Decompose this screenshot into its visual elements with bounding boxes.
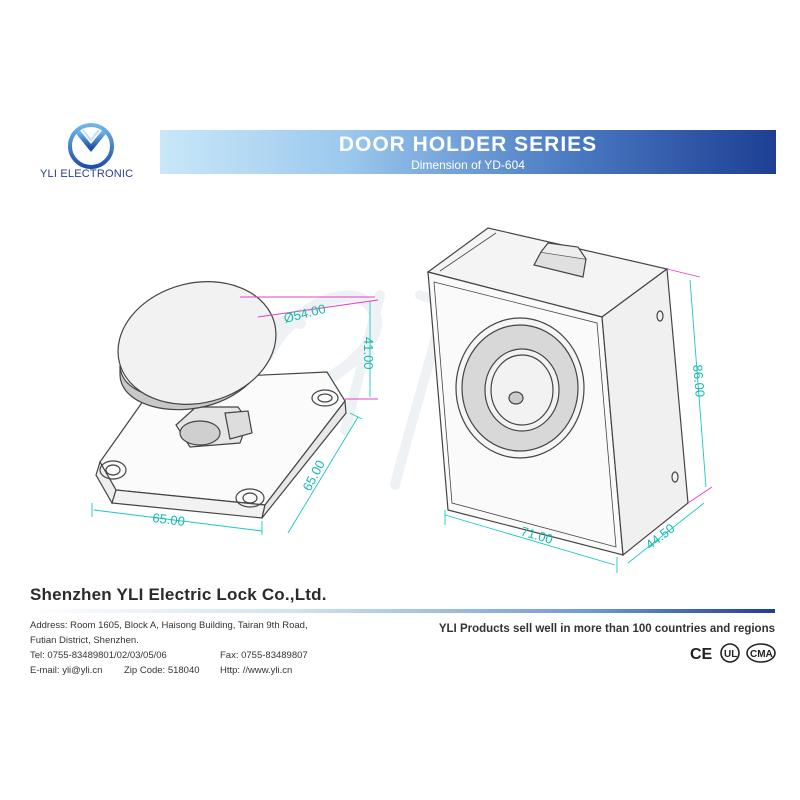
certification-marks: CE UL CMA [690,643,776,663]
website: Http: //www.yli.cn [220,665,293,676]
dim-armature-height: 41.00 [361,337,376,370]
address-line-2: Futian District, Shenzhen. [30,635,139,646]
page-title: DOOR HOLDER SERIES [338,133,598,156]
dimension-drawing: yli Ø54.00 41.00 65.00 [91,227,713,573]
address-line-1: Address: Room 1605, Block A, Haisong Bui… [30,620,308,631]
armature-plate-drawing [95,281,347,519]
footer-divider [30,609,775,613]
dim-body-height: 86.00 [690,364,708,398]
ce-mark-icon: CE [690,646,713,663]
tel-number: Tel: 0755-83489801/02/03/05/06 [30,650,167,661]
page-subtitle: Dimension of YD-604 [411,158,525,172]
email-address: E-mail: yli@yli.cn [30,665,103,676]
company-name: Shenzhen YLI Electric Lock Co.,Ltd. [30,585,327,604]
cma-mark-text: CMA [750,649,773,660]
title-banner [160,130,776,174]
door-holder-body-drawing [426,227,689,557]
ul-mark-text: UL [724,649,737,660]
zip-code: Zip Code: 518040 [124,665,200,676]
dim-plate-width: 65.00 [152,510,186,529]
cma-mark-icon: CMA [746,643,776,663]
brand-name: YLI ELECTRONIC [40,168,134,180]
yli-logo-icon [68,123,114,169]
fax-number: Fax: 0755-83489807 [220,650,308,661]
slogan: YLI Products sell well in more than 100 … [438,623,775,635]
ul-mark-icon: UL [720,643,740,663]
